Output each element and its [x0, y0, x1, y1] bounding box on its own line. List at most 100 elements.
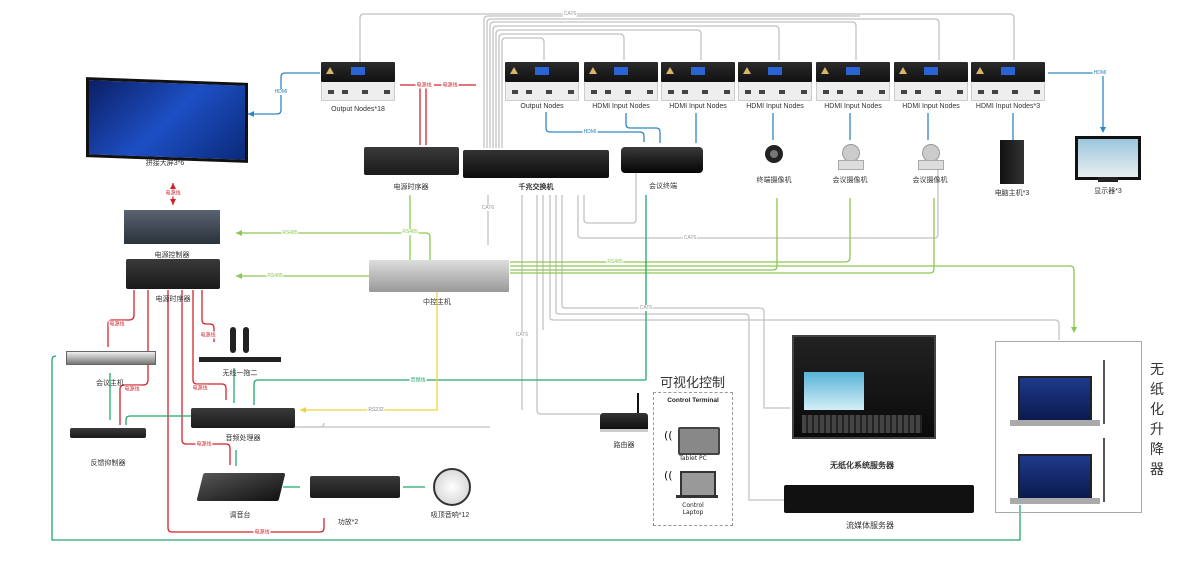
mixer-device: [196, 473, 286, 501]
wire-label-cat6: CAT6: [638, 305, 654, 311]
wire-label-rs485: RS485: [606, 259, 624, 265]
conference-camera-device: [838, 142, 864, 170]
conference-camera-label: 会议摄像机: [912, 177, 948, 184]
power-sequencer-top-label: 电源时序器: [393, 184, 429, 191]
visual-control-title: 可视化控制: [660, 376, 726, 391]
wire-label-rs485: RS485: [281, 230, 299, 236]
title-char: 化: [1150, 402, 1164, 418]
output-nodes-18-label: Output Nodes*18: [331, 106, 385, 113]
wire-label-audio: 音频线: [409, 376, 427, 384]
hdmi-input-node-label: HDMI Input Nodes: [746, 103, 804, 110]
paperless-server-device: [792, 335, 936, 439]
wire-label-power: 电源线: [415, 81, 433, 89]
wire-label-hdmi: HDMI: [1092, 70, 1108, 76]
wifi-icon: ((: [664, 429, 673, 442]
power-controller-device: [124, 210, 220, 244]
lift-screen-1: [1018, 376, 1092, 422]
hdmi-input-node-label: HDMI Input Nodes: [902, 103, 960, 110]
monitor-device: [1075, 136, 1141, 180]
amplifier-label: 功放*2: [337, 519, 359, 526]
lift-screen-2: [1018, 454, 1092, 500]
output-nodes-18-device: [321, 62, 395, 102]
paperless-lift-box: [995, 341, 1142, 513]
conference-host-device: [66, 351, 156, 365]
hdmi-input-node-3x-device: [971, 62, 1045, 102]
power-sequencer-left-label: 电源时序器: [155, 296, 191, 303]
wifi-icon: ((: [664, 469, 673, 482]
wire-label-cat6: CAT6: [514, 332, 530, 338]
router-device: [600, 413, 648, 432]
conference-terminal-label: 会议终端: [649, 183, 677, 190]
power-sequencer-top-device: [364, 147, 459, 175]
wire-label-power: 电源线: [164, 189, 182, 197]
hdmi-input-node-device: [738, 62, 812, 102]
wire-label-power: 电源线: [441, 81, 459, 89]
title-char: 降: [1150, 442, 1164, 458]
terminal-camera-device: [762, 142, 786, 170]
paperless-lift-title: 无 纸 化 升 降 器: [1150, 360, 1166, 480]
pc-host-device: [1000, 140, 1024, 184]
terminal-camera-label: 终端摄像机: [756, 177, 792, 184]
mixer-label: 调音台: [229, 512, 251, 519]
laptop-base: [676, 495, 718, 498]
router-antenna: [637, 393, 639, 415]
conference-camera-device: [918, 142, 944, 170]
title-char: 无: [1150, 362, 1164, 378]
hdmi-input-node-3x-label: HDMI Input Nodes*3: [975, 103, 1041, 110]
conference-host-label: 会议主机: [96, 380, 124, 387]
hdmi-input-node-label: HDMI Input Nodes: [592, 103, 650, 110]
wireless-mic-receiver: [199, 357, 281, 362]
laptop-label-line1: Control: [682, 502, 704, 509]
server-screen: [804, 372, 864, 410]
video-wall-label: 拼接大屏3*6: [145, 160, 185, 167]
feedback-suppressor-label: 反馈抑制器: [90, 460, 126, 467]
gooseneck-mic-2: [1103, 438, 1105, 502]
video-wall: [86, 77, 248, 163]
wire-label-rs485: RS485: [266, 273, 284, 279]
wire-label-rs232: RS232: [367, 407, 385, 413]
laptop-label-line2: Laptop: [682, 509, 704, 516]
output-nodes-label: Output Nodes: [520, 103, 564, 110]
ceiling-speaker-label: 吸顶音响*12: [430, 512, 470, 519]
title-char: 纸: [1150, 382, 1164, 398]
lift-base-2: [1010, 498, 1100, 504]
hdmi-input-node-device: [584, 62, 658, 102]
hdmi-input-node-label: HDMI Input Nodes: [669, 103, 727, 110]
title-char: 器: [1150, 462, 1164, 478]
ceiling-speaker-device: [433, 468, 471, 506]
wire-label-power: 电源线: [195, 440, 213, 448]
control-terminal-title: Control Terminal: [667, 397, 719, 404]
paperless-server-label: 无纸化系统服务器: [830, 461, 894, 470]
tablet-icon: [678, 427, 720, 455]
wire-label-power: 电源线: [108, 320, 126, 328]
hdmi-input-node-device: [816, 62, 890, 102]
central-control-host-label: 中控主机: [423, 299, 451, 306]
gigabit-switch-device: [463, 150, 609, 178]
control-terminal-box: Control Terminal (( Tablet PC (( Control…: [653, 392, 733, 526]
output-nodes-device: [505, 62, 579, 102]
control-lines: [236, 195, 1075, 328]
title-char: 升: [1150, 422, 1164, 438]
gooseneck-mic-1: [1103, 360, 1105, 424]
pc-host-label: 电脑主机*3: [994, 190, 1030, 197]
rs232-line: [300, 285, 438, 411]
hdmi-input-node-device: [894, 62, 968, 102]
wire-label-cat6: CAT6: [562, 11, 578, 17]
microphone-icon: [243, 327, 249, 353]
amplifier-device: [310, 476, 400, 498]
router-label: 路由器: [613, 442, 635, 449]
power-controller-label: 电源控制器: [154, 252, 190, 259]
laptop-icon: [680, 471, 716, 497]
streaming-server-device: [784, 485, 974, 513]
wire-label-hdmi: HDMI: [582, 129, 598, 135]
gigabit-switch-label: 千兆交换机: [518, 184, 554, 191]
wire-label-cat6: CAT6: [682, 235, 698, 241]
wireless-mic-label: 无线一拖二: [222, 370, 258, 377]
wire-label-cat6: CAT6: [480, 205, 496, 211]
conference-camera-label: 会议摄像机: [832, 177, 868, 184]
monitor-label: 显示器*3: [1094, 188, 1122, 195]
audio-processor-device: [191, 408, 295, 428]
central-control-host-device: [369, 260, 509, 292]
tablet-label: Tablet PC: [679, 455, 707, 462]
